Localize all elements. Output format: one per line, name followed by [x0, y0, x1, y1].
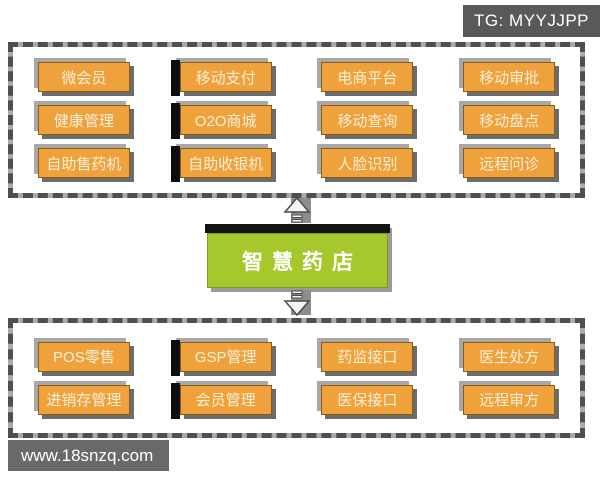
node-health-management: 健康管理	[37, 105, 130, 135]
center-node-label: 智慧药店	[207, 233, 388, 288]
node-gsp-management: GSP管理	[170, 339, 272, 376]
node-wei-member: 微会员	[37, 62, 130, 92]
down-arrow-icon	[283, 290, 311, 317]
node-drug-regulatory-interface: 药监接口	[321, 341, 414, 372]
node-mobile-payment: 移动支付	[170, 60, 272, 96]
center-node-top-bar	[205, 224, 390, 233]
node-remote-consultation: 远程问诊	[463, 148, 556, 178]
watermark: www.18snzq.com	[8, 440, 169, 471]
node-pos-retail: POS零售	[37, 341, 130, 372]
top-feature-panel: 微会员 移动支付 电商平台 移动审批 健康管理 O2O商城 移动查询 移动盘点 …	[8, 42, 585, 198]
node-ecommerce-platform: 电商平台	[321, 62, 414, 92]
node-medical-insurance-interface: 医保接口	[321, 384, 414, 415]
node-remote-prescription-review: 远程审方	[463, 384, 556, 415]
node-mobile-query: 移动查询	[321, 105, 414, 135]
node-self-service-vending: 自助售药机	[37, 148, 130, 178]
node-mobile-approval: 移动审批	[463, 62, 556, 92]
node-mobile-inventory: 移动盘点	[463, 105, 556, 135]
center-node-smart-pharmacy: 智慧药店	[205, 224, 390, 288]
node-self-checkout: 自助收银机	[170, 146, 272, 182]
node-face-recognition: 人脸识别	[321, 148, 414, 178]
bottom-feature-panel: POS零售 GSP管理 药监接口 医生处方 进销存管理 会员管理 医保接口 远程…	[8, 318, 585, 438]
tg-badge: TG: MYYJJPP	[463, 5, 600, 37]
node-inventory-management: 进销存管理	[37, 384, 130, 415]
node-o2o-mall: O2O商城	[170, 103, 272, 139]
node-doctor-prescription: 医生处方	[463, 341, 556, 372]
up-arrow-icon	[283, 196, 311, 223]
node-member-management: 会员管理	[170, 382, 272, 419]
